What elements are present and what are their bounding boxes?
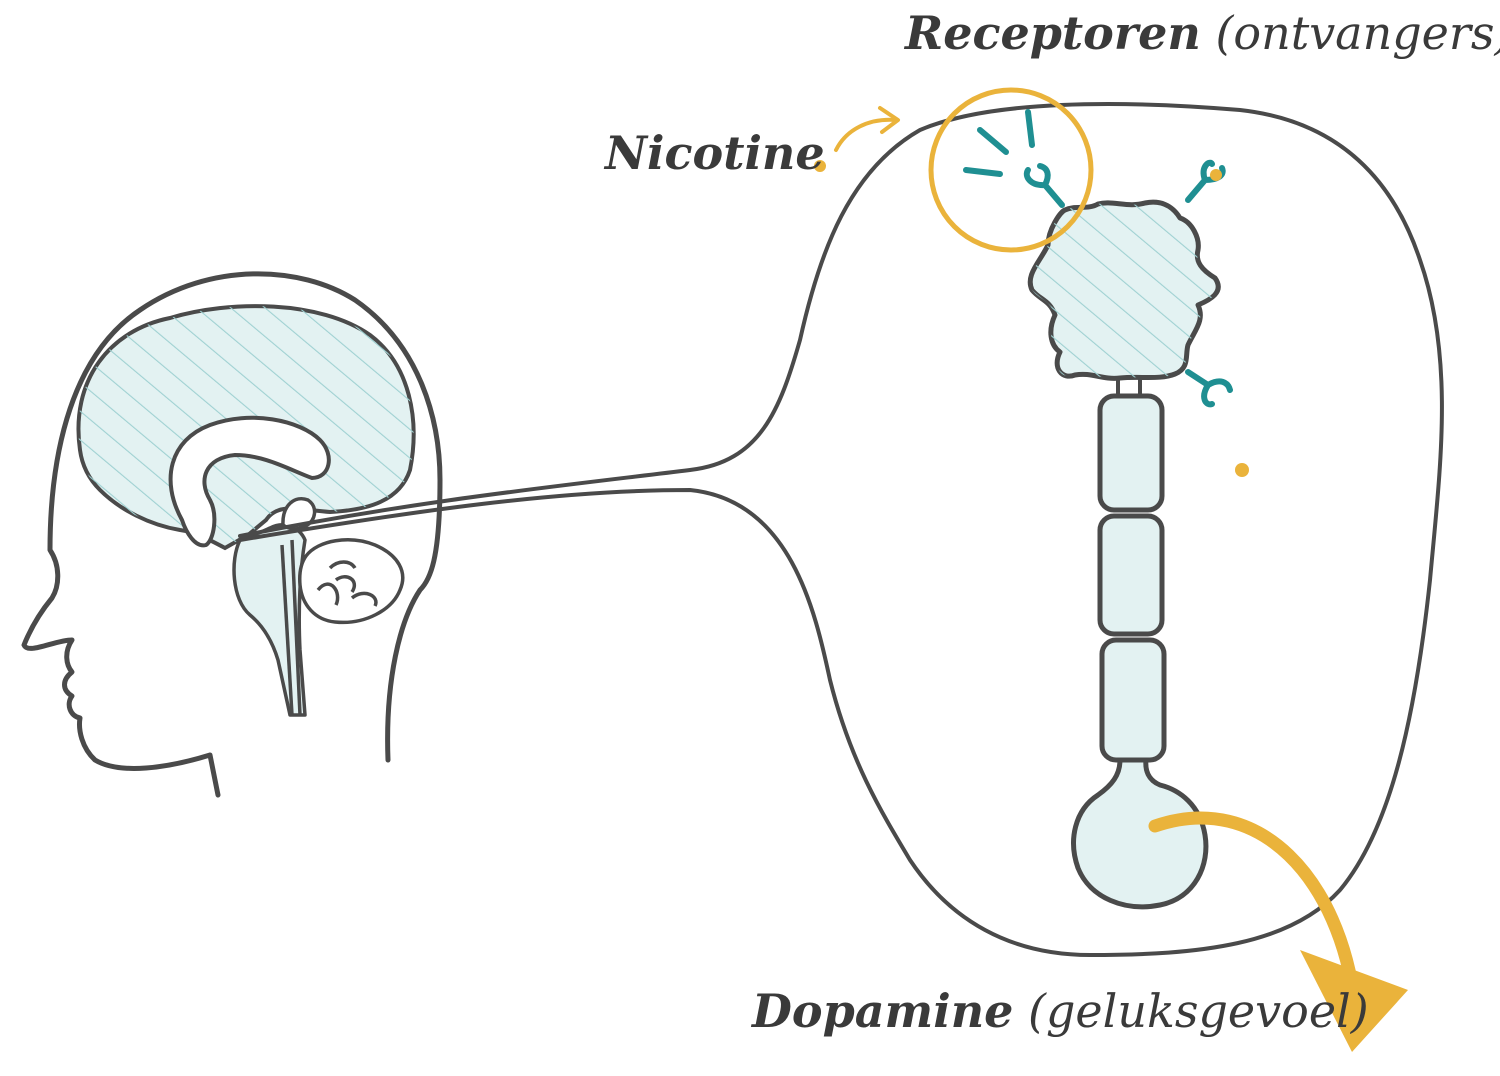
receptors: [1023, 159, 1233, 408]
nicotine-dot: [814, 160, 826, 172]
neuron: [1027, 199, 1221, 910]
curved-arrow-icon: [1148, 811, 1408, 1052]
dopamine-dot: [1235, 463, 1249, 477]
dopamine-title: Dopamine: [752, 984, 1014, 1038]
myelin-segment: [1099, 637, 1167, 763]
corpus-callosum: [168, 415, 331, 548]
dopamine-label: Dopamine (geluksgevoel): [752, 988, 1369, 1034]
receptoren-label: Receptoren (ontvangers): [905, 10, 1500, 56]
zoom-bubble: [238, 102, 1444, 957]
head-profile: [21, 271, 443, 798]
curved-arrow-icon: [834, 106, 900, 152]
nicotine-molecule: [1210, 169, 1222, 181]
receptor-highlight: [928, 87, 1094, 253]
cerebellum: [298, 538, 405, 625]
axon-terminal: [1071, 757, 1209, 910]
nicotine-label: Nicotine: [605, 126, 825, 180]
dopamine-subtitle: (geluksgevoel): [1028, 984, 1369, 1038]
receptoren-title: Receptoren: [905, 6, 1201, 60]
myelin-segment: [1097, 513, 1165, 637]
myelin-segment: [1097, 393, 1165, 513]
activation-sparks: [963, 109, 1035, 177]
receptoren-subtitle: (ontvangers): [1215, 6, 1500, 60]
